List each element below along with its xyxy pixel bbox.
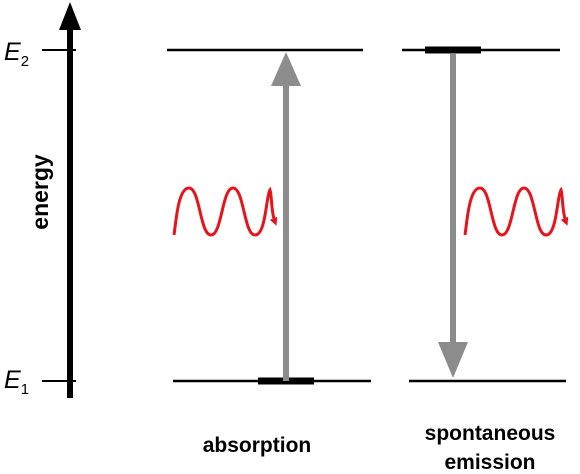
level-label-e2: E2 <box>4 38 29 70</box>
svg-text:E2: E2 <box>4 38 29 70</box>
absorption-photon-icon <box>172 186 278 237</box>
emission-panel: spontaneous emission <box>402 46 569 474</box>
emission-photon-icon <box>463 186 569 237</box>
level-e1-symbol: E <box>4 366 21 394</box>
absorption-arrowhead <box>271 52 301 86</box>
emission-arrowhead <box>438 342 468 378</box>
absorption-caption: absorption <box>203 434 312 457</box>
emission-caption-line2: emission <box>444 451 535 474</box>
energy-axis: energy <box>27 2 81 398</box>
energy-axis-arrowhead <box>59 2 81 30</box>
emission-caption-line1: spontaneous <box>425 422 556 445</box>
level-e2-symbol: E <box>4 38 21 66</box>
level-e2-subscript: 2 <box>21 53 29 70</box>
level-e1-subscript: 1 <box>21 381 29 398</box>
level-label-e1: E1 <box>4 366 29 398</box>
svg-text:E1: E1 <box>4 366 29 398</box>
energy-axis-label: energy <box>27 154 53 230</box>
absorption-panel: absorption <box>167 48 371 457</box>
